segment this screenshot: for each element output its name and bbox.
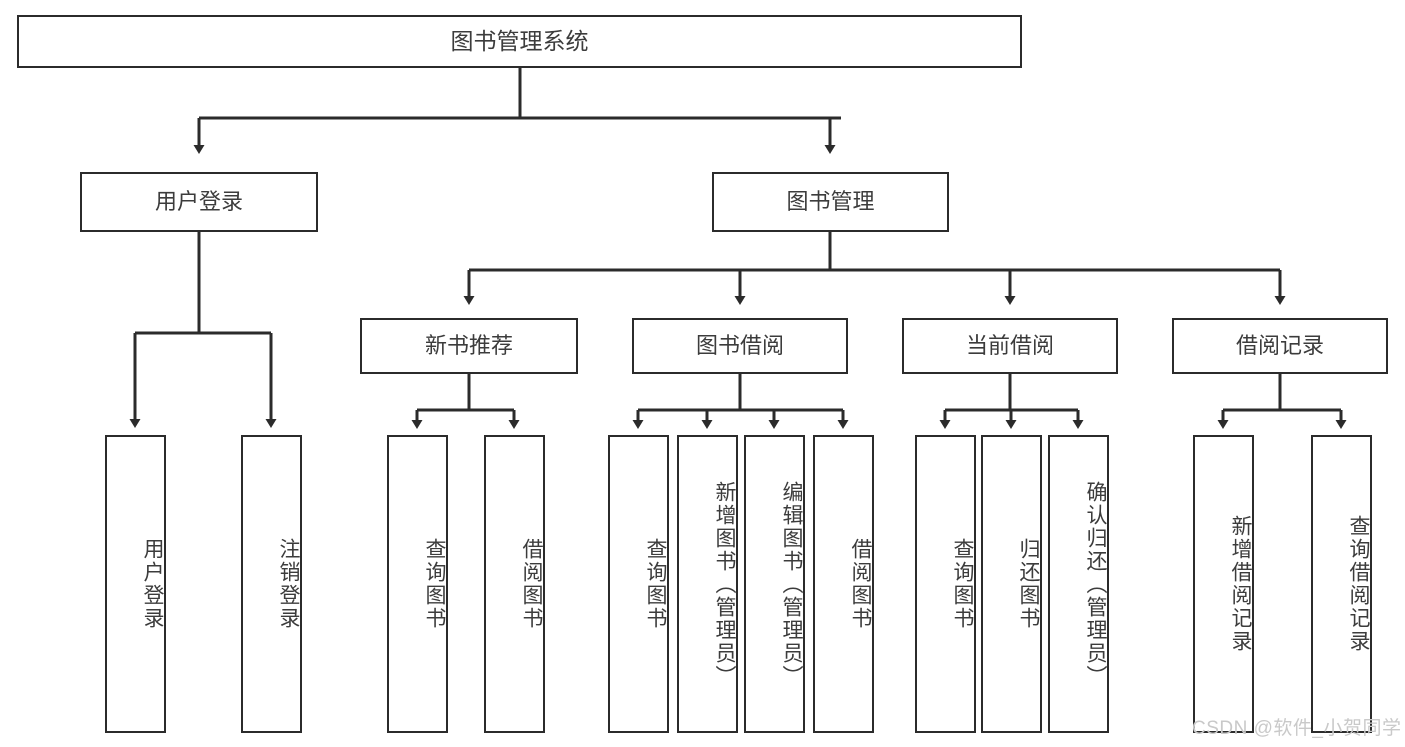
csdn-watermark: CSDN @软件_小贺同学 — [1192, 718, 1402, 739]
node-label: 用户登录 — [141, 538, 164, 630]
leaf-add-borrow-record[interactable]: 新增借阅记录 — [1193, 435, 1254, 733]
leaf-query-book-borrow[interactable]: 查询图书 — [608, 435, 669, 733]
node-label: 查询图书 — [423, 538, 446, 630]
leaf-edit-book-admin[interactable]: 编辑图书（管理员） — [744, 435, 805, 733]
leaf-return-book[interactable]: 归还图书 — [981, 435, 1042, 733]
node-label: 图书借阅 — [695, 333, 784, 359]
node-user-login[interactable]: 用户登录 — [80, 172, 318, 232]
node-label: 借阅图书 — [520, 538, 543, 630]
node-label: 确认归还（管理员） — [1084, 480, 1107, 688]
node-label: 新增借阅记录 — [1229, 515, 1252, 653]
node-label: 查询图书 — [951, 538, 974, 630]
node-label: 借阅图书 — [849, 538, 872, 630]
leaf-borrow-book[interactable]: 借阅图书 — [813, 435, 874, 733]
node-label: 注销登录 — [277, 538, 300, 630]
node-book-management[interactable]: 图书管理 — [712, 172, 949, 232]
leaf-query-borrow-record[interactable]: 查询借阅记录 — [1311, 435, 1372, 733]
node-label: 图书管理系统 — [450, 27, 589, 54]
node-new-book-recommend[interactable]: 新书推荐 — [360, 318, 578, 374]
leaf-confirm-return-admin[interactable]: 确认归还（管理员） — [1048, 435, 1109, 733]
node-root-system[interactable]: 图书管理系统 — [17, 15, 1022, 68]
node-borrow-record[interactable]: 借阅记录 — [1172, 318, 1388, 374]
leaf-query-book-current[interactable]: 查询图书 — [915, 435, 976, 733]
node-label: 查询图书 — [644, 538, 667, 630]
leaf-logout-login[interactable]: 注销登录 — [241, 435, 302, 733]
node-label: 新增图书（管理员） — [713, 480, 736, 688]
node-label: 当前借阅 — [965, 333, 1054, 359]
node-label: 编辑图书（管理员） — [780, 480, 803, 688]
node-label: 借阅记录 — [1235, 333, 1324, 359]
node-label: 用户登录 — [154, 189, 243, 215]
node-label: 查询借阅记录 — [1347, 515, 1370, 653]
leaf-add-book-admin[interactable]: 新增图书（管理员） — [677, 435, 738, 733]
node-label: 归还图书 — [1017, 538, 1040, 630]
leaf-user-login[interactable]: 用户登录 — [105, 435, 166, 733]
node-current-borrow[interactable]: 当前借阅 — [902, 318, 1118, 374]
node-label: 图书管理 — [786, 189, 875, 215]
node-book-borrow[interactable]: 图书借阅 — [632, 318, 848, 374]
leaf-query-book-recommend[interactable]: 查询图书 — [387, 435, 448, 733]
node-label: 新书推荐 — [424, 333, 513, 359]
leaf-borrow-book-recommend[interactable]: 借阅图书 — [484, 435, 545, 733]
